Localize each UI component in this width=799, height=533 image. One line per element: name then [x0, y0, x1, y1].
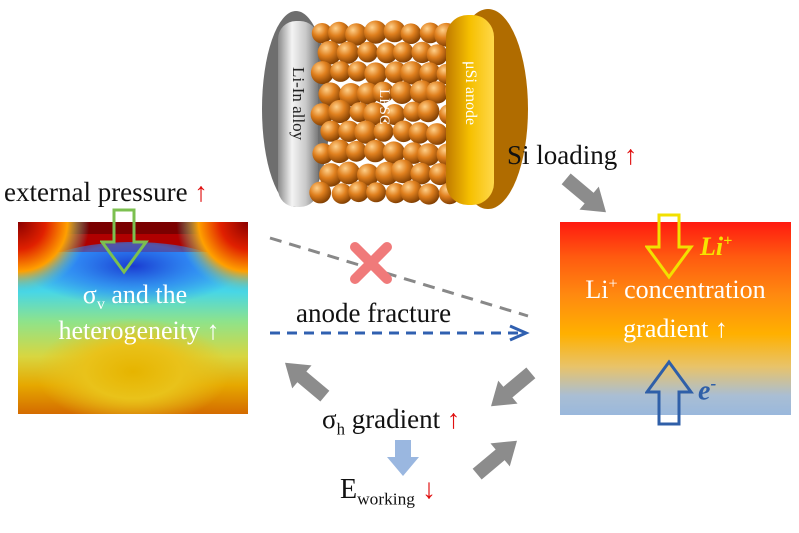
anode-fracture-label: anode fracture	[296, 298, 452, 328]
lpsc-particle	[348, 181, 370, 203]
increase-arrow: ↑	[624, 140, 638, 170]
si-loading-flow-arrow	[561, 173, 606, 213]
lpsc-particle	[347, 61, 368, 82]
lpsc-particle	[373, 121, 394, 142]
lpsc-particle	[336, 41, 359, 64]
to-stress-map-flow-arrow	[285, 362, 330, 402]
lpsc-particle	[417, 143, 440, 166]
increase-arrow: ↑	[194, 177, 208, 207]
li-ion-label: Li+	[700, 232, 733, 261]
lpsc-particle	[363, 102, 386, 126]
blue-arrowhead	[509, 324, 530, 342]
lpsc-particle	[310, 103, 333, 126]
lpsc-label: LPSC	[376, 89, 392, 125]
lpsc-particle	[419, 62, 441, 84]
lpsc-particle	[345, 23, 368, 46]
lpsc-particle	[400, 61, 424, 85]
li-concentration-map	[560, 222, 791, 415]
lpsc-particle	[376, 42, 398, 64]
to-sigma-h-flow-arrow	[491, 367, 536, 407]
lpsc-particle	[310, 61, 334, 85]
lpsc-particle	[364, 20, 388, 44]
si-anode-label: μSi anode	[462, 61, 479, 125]
heterogeneity-label: heterogeneity ↑	[58, 316, 220, 345]
blocked-cross-icon	[350, 242, 392, 284]
lpsc-particle	[328, 21, 350, 44]
li-concentration-label: Li+ concentration	[585, 275, 766, 304]
lpsc-particle	[327, 139, 352, 164]
lpsc-particle	[408, 122, 431, 144]
lpsc-particle	[339, 83, 363, 107]
electron-up-arrow	[645, 359, 694, 426]
li-ion-down-arrow	[645, 213, 694, 280]
lpsc-particle	[392, 42, 414, 63]
lpsc-particle	[354, 120, 378, 144]
li-in-alloy-label: Li-In alloy	[289, 67, 308, 141]
stress-field-map	[18, 222, 248, 414]
increase-arrow: ↑	[446, 404, 461, 434]
lpsc-particle	[345, 140, 367, 162]
lpsc-particle	[337, 161, 361, 185]
gradient-label: gradient ↑	[623, 314, 728, 343]
e-working-label: Eworking ↓	[340, 474, 436, 509]
lpsc-particle	[366, 182, 387, 203]
lpsc-particle	[330, 61, 351, 82]
lpsc-particle	[418, 183, 440, 205]
external-pressure-label: external pressure ↑	[4, 177, 208, 207]
lpsc-particle	[357, 41, 378, 63]
lpsc-particle	[384, 104, 406, 125]
lpsc-particle	[392, 120, 415, 143]
lpsc-particle	[390, 81, 414, 104]
lpsc-particle	[318, 82, 342, 106]
lpsc-particle	[400, 180, 423, 203]
li-in-alloy-disc	[262, 11, 330, 207]
sigma-v-label: σv and the	[82, 280, 188, 314]
gray-dashed-line	[269, 236, 529, 318]
lpsc-particle	[319, 163, 343, 187]
lpsc-particle	[309, 181, 332, 204]
decrease-arrow: ↓	[421, 474, 436, 505]
electron-label: e-	[698, 374, 717, 407]
e-working-flow-arrow	[472, 440, 517, 480]
battery-cell-illustration: Li-In alloy LPSC μSi anode	[262, 9, 528, 209]
lpsc-particle	[338, 120, 360, 142]
lpsc-particle	[331, 183, 353, 204]
sigma-h-gradient-label: σh gradient ↑	[322, 404, 461, 439]
lpsc-particle	[410, 162, 432, 185]
lpsc-particle	[425, 81, 449, 104]
increase-arrow: ↑	[206, 316, 220, 345]
lpsc-particle	[317, 40, 342, 65]
lpsc-particle	[382, 141, 405, 164]
pressure-down-arrow	[100, 208, 149, 275]
increase-arrow: ↑	[714, 314, 728, 343]
lpsc-particle	[426, 123, 448, 145]
lpsc-particle	[417, 100, 440, 123]
lpsc-particle	[328, 99, 352, 124]
lpsc-particle	[364, 62, 387, 85]
lpsc-particle	[364, 139, 387, 163]
lpsc-particle	[429, 163, 451, 186]
down-flow-arrow	[387, 440, 419, 476]
lpsc-particle	[426, 44, 448, 66]
si-anode-disc	[446, 9, 528, 209]
lpsc-particle	[383, 20, 406, 43]
lpsc-particle	[320, 120, 342, 142]
lpsc-particle	[311, 23, 333, 44]
lpsc-particle	[384, 61, 407, 84]
lpsc-particle	[372, 81, 394, 104]
lpsc-particle	[357, 163, 380, 186]
lpsc-particle	[390, 159, 415, 184]
si-loading-label: Si loading ↑	[507, 140, 638, 170]
lpsc-particle	[400, 23, 422, 44]
lpsc-particle	[385, 183, 406, 204]
